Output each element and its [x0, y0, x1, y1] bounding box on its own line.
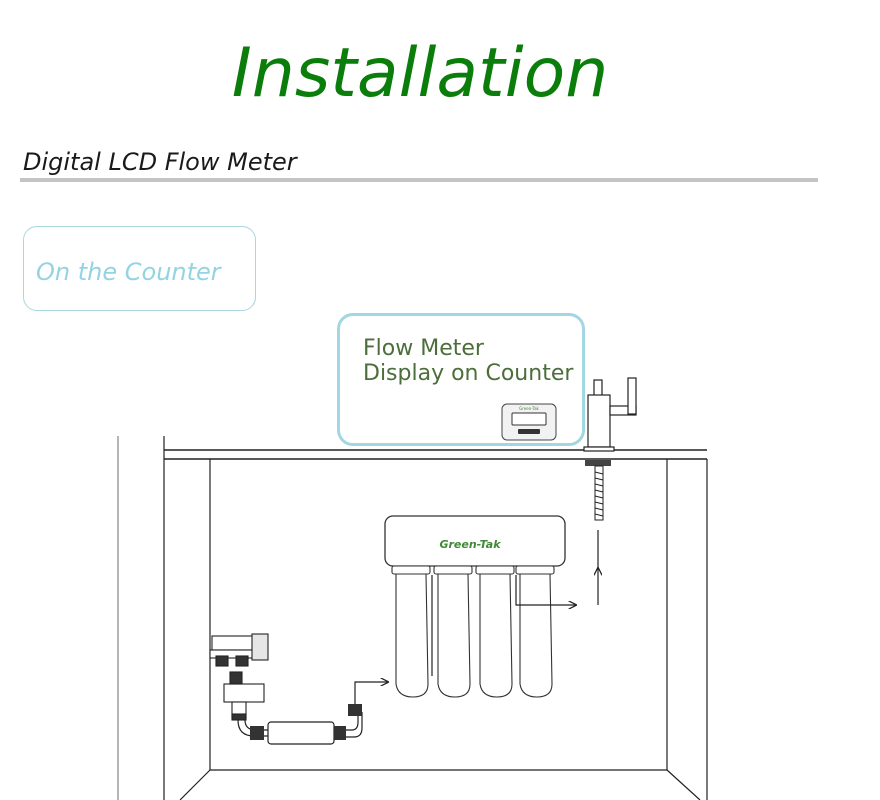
flow-meter-display-icon: Green-Tak — [501, 403, 557, 441]
filter-brand-label: Green-Tak — [439, 538, 501, 551]
on-counter-label: On the Counter — [36, 258, 221, 286]
flow-meter-callout-line2: Display on Counter — [363, 361, 574, 386]
faucet-hose — [585, 460, 611, 521]
filter-system: Green-Tak — [384, 515, 566, 698]
countertop — [163, 436, 707, 800]
supply-valve-icon — [209, 633, 269, 721]
flow-meter-callout-line1: Flow Meter — [363, 336, 484, 361]
svg-text:Green-Tak: Green-Tak — [519, 406, 539, 411]
faucet-icon — [583, 377, 637, 452]
page-title: Installation — [231, 34, 609, 113]
section-heading: Digital LCD Flow Meter — [23, 148, 297, 176]
water-flow-arrows — [354, 530, 598, 705]
flow-sensor-inline — [237, 704, 363, 745]
section-divider — [20, 178, 818, 182]
on-counter-badge: On the Counter — [23, 226, 256, 311]
cabinet — [179, 459, 708, 800]
flow-meter-callout — [337, 313, 585, 446]
